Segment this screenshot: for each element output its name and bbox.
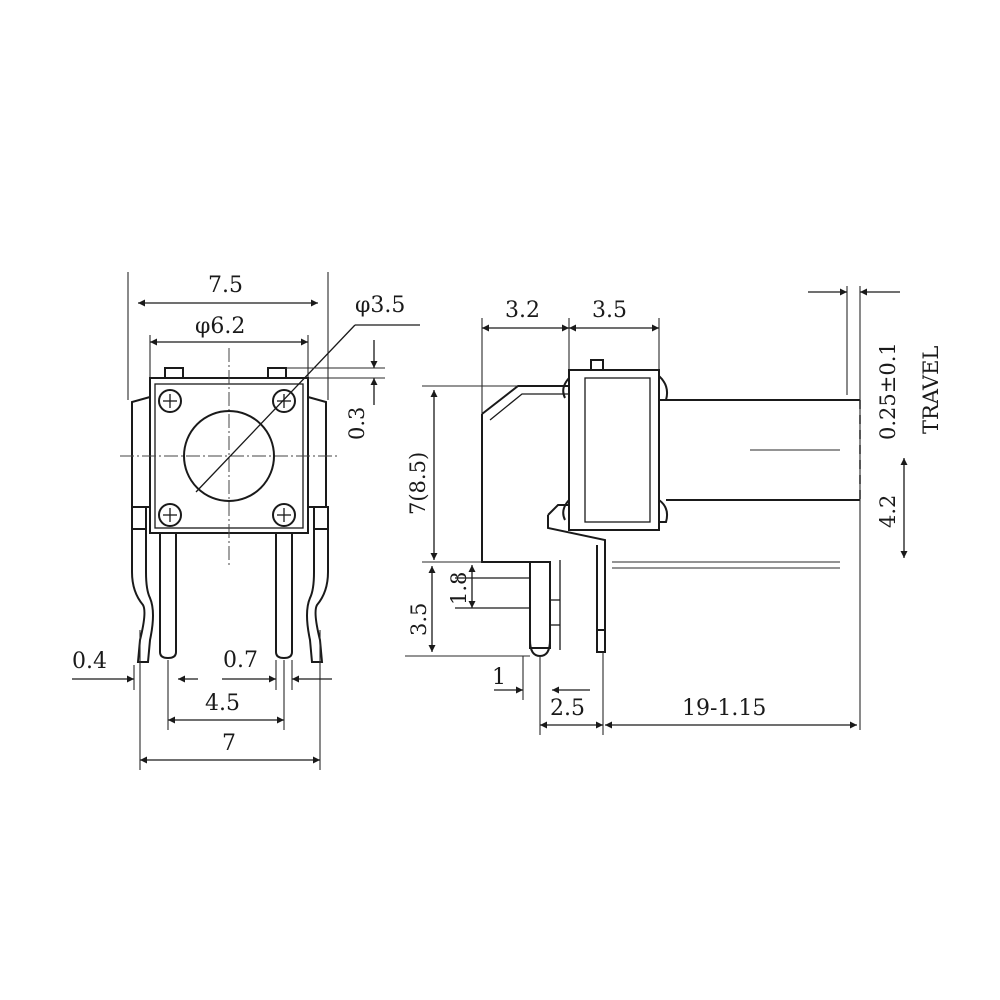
body-nub: [267, 367, 287, 379]
left-bracket: [131, 396, 151, 508]
bracket-side: [481, 414, 530, 563]
dim-offset: 0.3: [345, 407, 369, 440]
dim-pin-spacing: 4.5: [205, 691, 240, 716]
pin-right: [275, 533, 293, 660]
dim-pin-width: 0.7: [223, 648, 258, 673]
screw-icon: [272, 503, 296, 527]
dim-width-top: 7.5: [208, 273, 243, 298]
leader-hole: [195, 324, 356, 493]
dim-pin-thickness: 0.4: [72, 649, 107, 674]
lead-right: [306, 529, 329, 663]
body-bump: [658, 375, 669, 401]
front-view: 7.5 φ6.2: [72, 272, 420, 770]
screw-icon: [158, 389, 182, 413]
dim-stem-height: 4.2: [876, 495, 900, 528]
dim-travel-value: 0.25±0.1: [876, 342, 900, 440]
dim-standoff: 1.8: [447, 572, 471, 605]
body-bump: [562, 499, 570, 521]
switch-body-side: [568, 369, 660, 531]
switch-body-side-inner: [584, 377, 651, 523]
screw-icon: [272, 389, 296, 413]
lead-clip: [313, 506, 329, 530]
body-nub: [164, 367, 184, 379]
bracket-inner: [489, 393, 569, 421]
dim-lead-offset: 1: [492, 665, 506, 690]
dim-depth-a: 3.2: [505, 298, 540, 323]
dim-actuator-dia: φ6.2: [195, 314, 245, 339]
lead-clip: [131, 506, 147, 530]
lead-frame: [529, 561, 551, 649]
dim-lead-pitch: 2.5: [550, 696, 585, 721]
side-view: 3.2 3.5 0.25±0.1 TRAVEL 4.2: [405, 286, 943, 735]
dim-lead-length: 3.5: [407, 603, 431, 636]
lead-tip: [596, 629, 606, 653]
dim-width-bottom: 7: [222, 731, 236, 756]
dim-depth-b: 3.5: [592, 298, 627, 323]
body-bump: [658, 499, 669, 523]
dim-hole-dia: φ3.5: [355, 293, 405, 318]
pin-left: [159, 533, 177, 660]
dim-height: 7(8.5): [406, 452, 430, 515]
dim-stem-length: 19-1.15: [682, 696, 766, 721]
bracket-tab: [547, 504, 569, 516]
lead-left: [131, 529, 154, 663]
bracket-lead: [547, 515, 606, 652]
screw-icon: [158, 503, 182, 527]
bracket-top: [481, 385, 569, 415]
actuator-circle: [183, 410, 275, 502]
body-nub-side: [590, 359, 604, 371]
body-bump: [562, 377, 570, 399]
lead-body: [529, 562, 551, 658]
dim-travel-label: TRAVEL: [919, 346, 943, 434]
right-bracket: [307, 396, 327, 508]
